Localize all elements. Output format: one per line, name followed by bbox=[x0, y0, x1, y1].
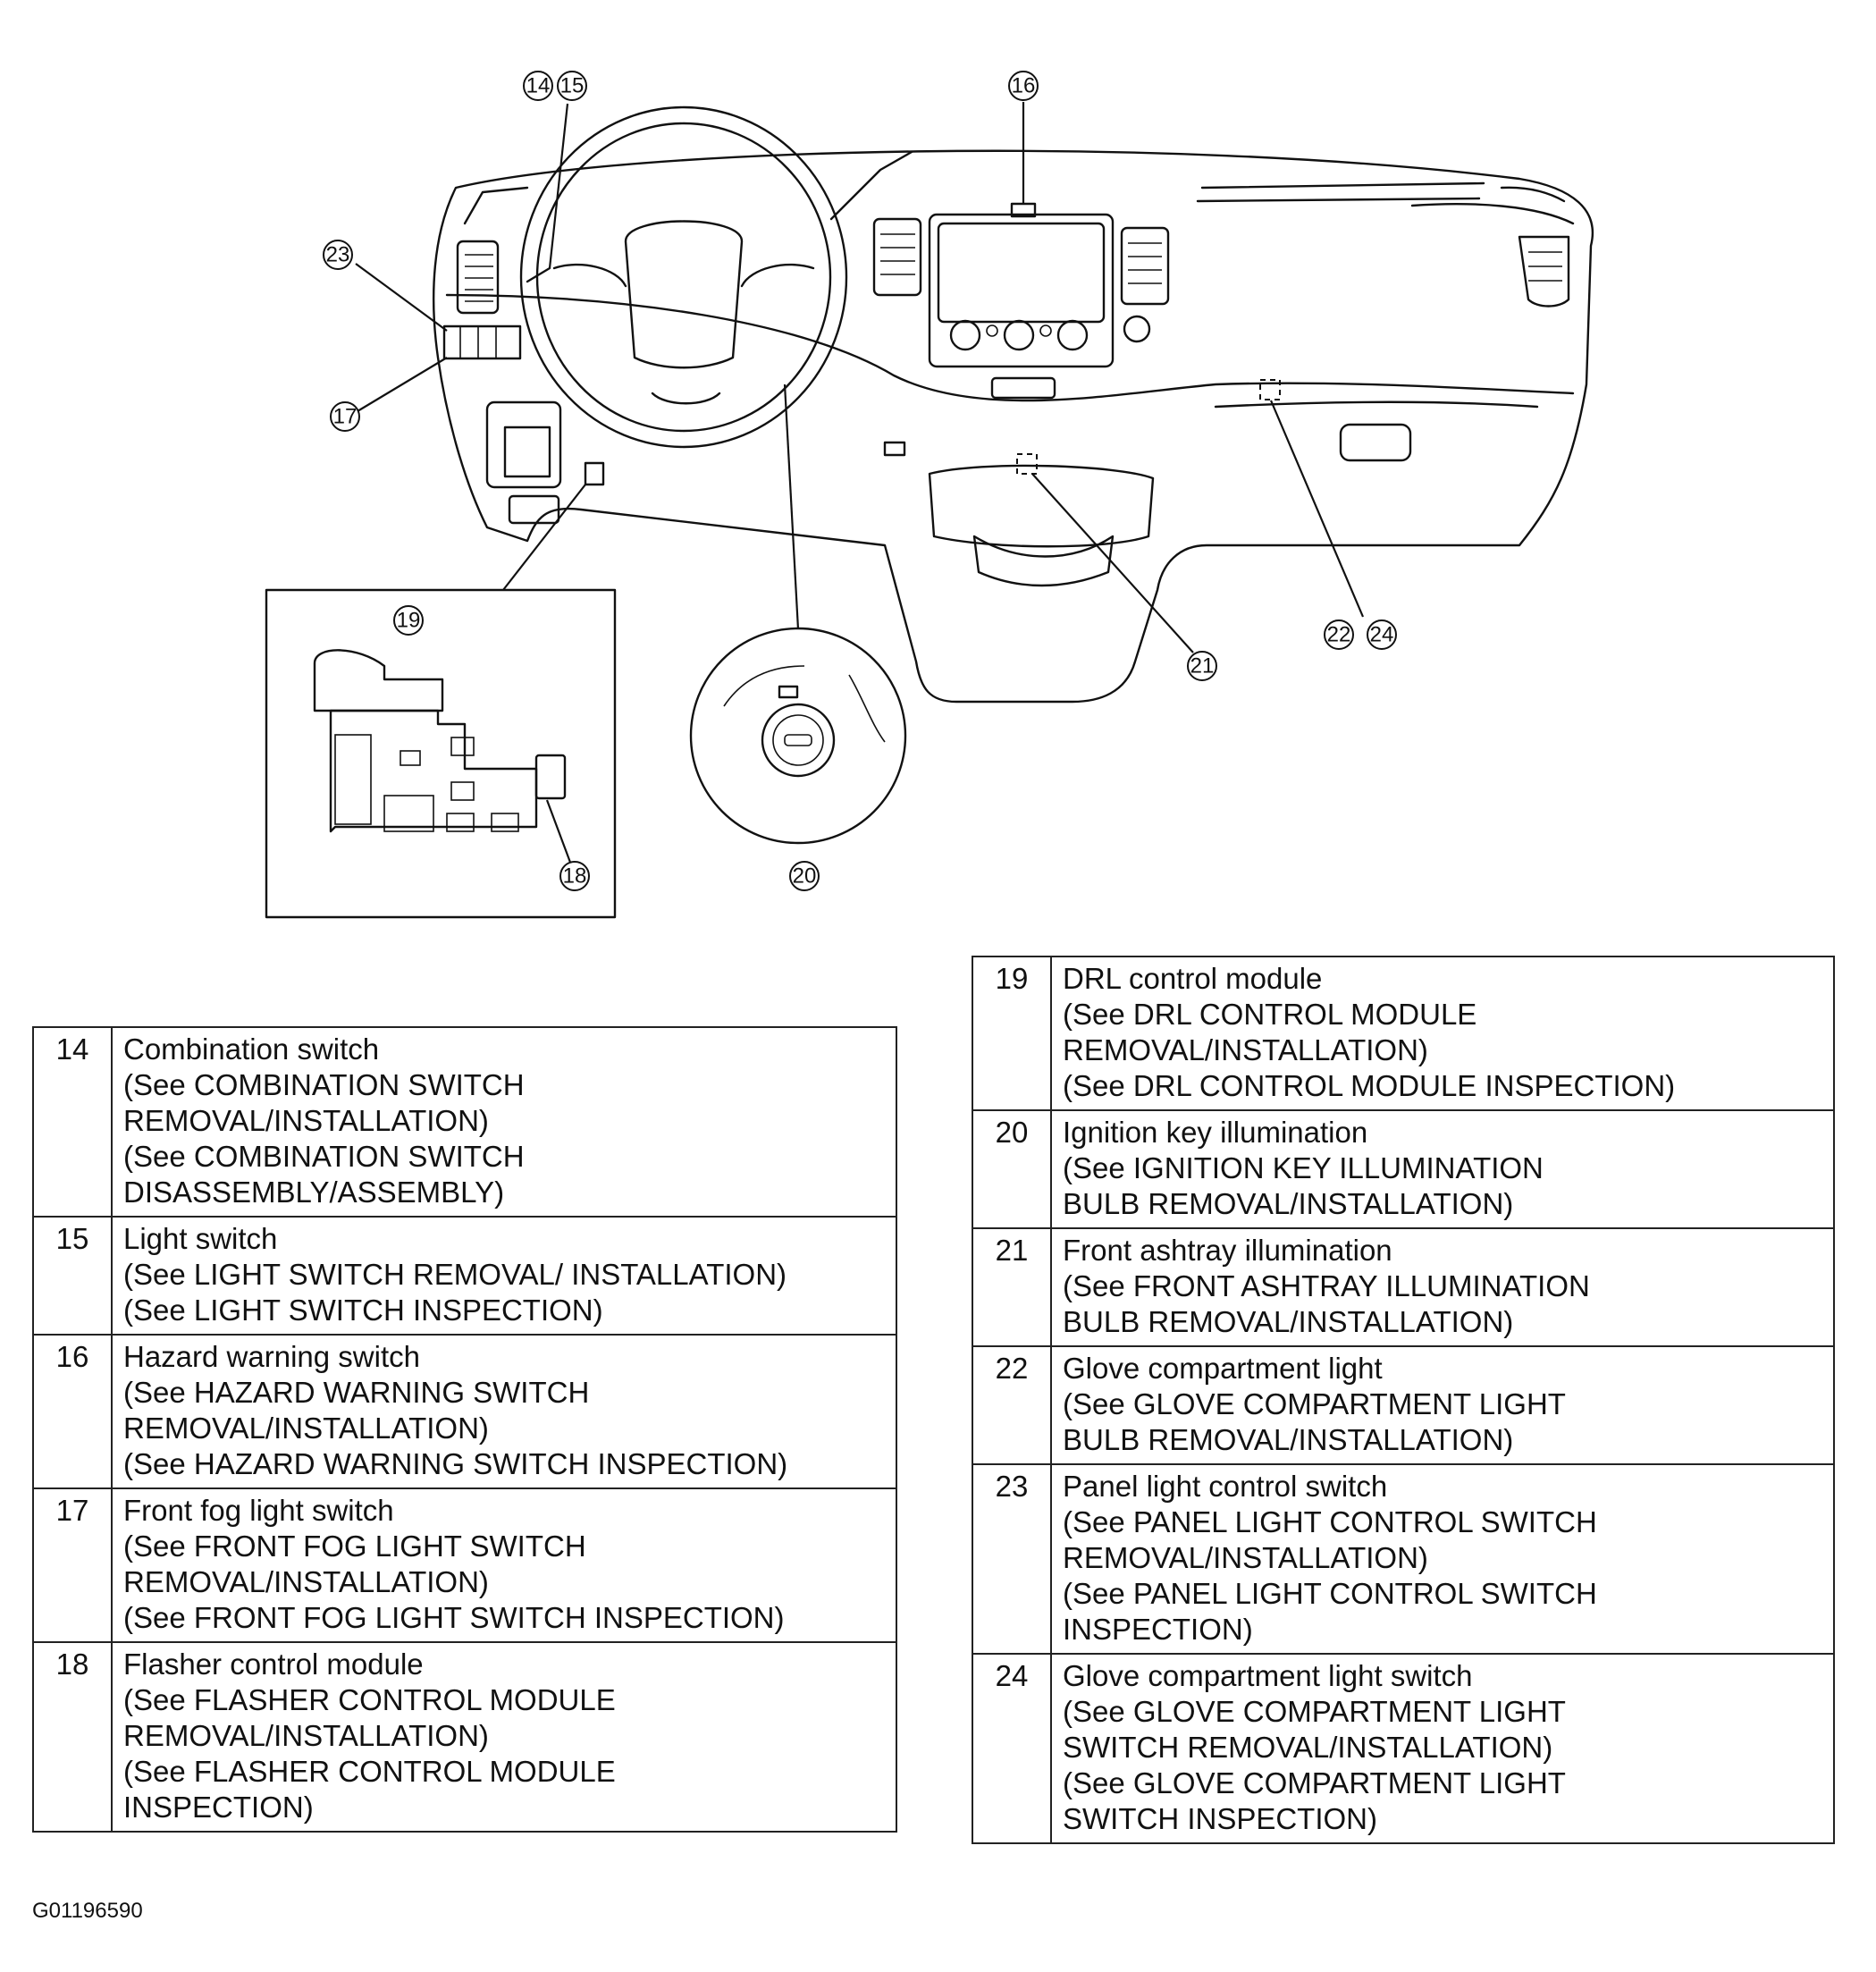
item-description: Glove compartment light switch(See GLOVE… bbox=[1050, 1653, 1835, 1844]
item-description: Glove compartment light(See GLOVE COMPAR… bbox=[1050, 1345, 1835, 1465]
item-reference: (See FRONT FOG LIGHT SWITCH REMOVAL/INST… bbox=[123, 1530, 586, 1598]
item-description: Ignition key illumination(See IGNITION K… bbox=[1050, 1109, 1835, 1229]
item-number: 19 bbox=[972, 956, 1052, 1111]
item-description: Light switch(See LIGHT SWITCH REMOVAL/ I… bbox=[111, 1216, 897, 1336]
callout-20: 20 bbox=[789, 861, 820, 891]
callout-19: 19 bbox=[393, 605, 424, 636]
item-name: Front fog light switch bbox=[123, 1494, 394, 1527]
item-reference: (See FRONT FOG LIGHT SWITCH INSPECTION) bbox=[123, 1601, 785, 1634]
item-reference: (See FLASHER CONTROL MODULE INSPECTION) bbox=[123, 1755, 616, 1824]
item-description: Hazard warning switch(See HAZARD WARNING… bbox=[111, 1334, 897, 1489]
item-name: Light switch bbox=[123, 1222, 278, 1255]
callout-18: 18 bbox=[559, 861, 590, 891]
item-number: 23 bbox=[972, 1463, 1052, 1655]
item-reference: (See COMBINATION SWITCH DISASSEMBLY/ASSE… bbox=[123, 1140, 525, 1209]
dashboard-diagram: 14 15 16 17 18 19 20 21 22 23 24 bbox=[265, 71, 1594, 919]
item-description: Flasher control module(See FLASHER CONTR… bbox=[111, 1641, 897, 1833]
item-name: Glove compartment light bbox=[1063, 1352, 1383, 1385]
callout-23: 23 bbox=[323, 240, 353, 270]
relay-inset bbox=[265, 588, 617, 919]
item-description: Panel light control switch(See PANEL LIG… bbox=[1050, 1463, 1835, 1655]
callout-17: 17 bbox=[330, 401, 360, 432]
callout-14: 14 bbox=[523, 71, 553, 101]
item-reference: (See GLOVE COMPARTMENT LIGHT SWITCH INSP… bbox=[1063, 1766, 1566, 1835]
svg-text:22: 22 bbox=[1327, 623, 1351, 647]
callout-15: 15 bbox=[557, 71, 587, 101]
callout-22: 22 bbox=[1324, 619, 1354, 650]
callout-21: 21 bbox=[1187, 651, 1217, 681]
item-name: Ignition key illumination bbox=[1063, 1116, 1368, 1149]
item-reference: (See IGNITION KEY ILLUMINATION BULB REMO… bbox=[1063, 1151, 1544, 1220]
item-number: 14 bbox=[32, 1026, 113, 1218]
item-name: Glove compartment light switch bbox=[1063, 1659, 1473, 1692]
item-reference: (See DRL CONTROL MODULE INSPECTION) bbox=[1063, 1069, 1676, 1102]
item-reference: (See DRL CONTROL MODULE REMOVAL/INSTALLA… bbox=[1063, 998, 1477, 1066]
item-reference: (See GLOVE COMPARTMENT LIGHT BULB REMOVA… bbox=[1063, 1387, 1566, 1456]
svg-text:18: 18 bbox=[563, 864, 587, 889]
item-reference: (See COMBINATION SWITCH REMOVAL/INSTALLA… bbox=[123, 1068, 525, 1137]
item-name: DRL control module bbox=[1063, 962, 1323, 995]
svg-text:21: 21 bbox=[1190, 654, 1215, 678]
item-reference: (See PANEL LIGHT CONTROL SWITCH REMOVAL/… bbox=[1063, 1505, 1597, 1574]
item-reference: (See HAZARD WARNING SWITCH REMOVAL/INSTA… bbox=[123, 1376, 590, 1445]
item-reference: (See GLOVE COMPARTMENT LIGHT SWITCH REMO… bbox=[1063, 1695, 1566, 1764]
svg-text:24: 24 bbox=[1370, 623, 1394, 647]
item-number: 20 bbox=[972, 1109, 1052, 1229]
item-reference: (See HAZARD WARNING SWITCH INSPECTION) bbox=[123, 1447, 788, 1480]
item-number: 15 bbox=[32, 1216, 113, 1336]
dashboard-outline bbox=[432, 105, 1594, 704]
item-description: Front fog light switch(See FRONT FOG LIG… bbox=[111, 1487, 897, 1643]
item-reference: (See LIGHT SWITCH INSPECTION) bbox=[123, 1294, 603, 1327]
svg-text:15: 15 bbox=[560, 74, 585, 98]
item-number: 21 bbox=[972, 1227, 1052, 1347]
item-description: Combination switch(See COMBINATION SWITC… bbox=[111, 1026, 897, 1218]
item-description: Front ashtray illumination(See FRONT ASH… bbox=[1050, 1227, 1835, 1347]
item-name: Combination switch bbox=[123, 1032, 380, 1066]
item-reference: (See FLASHER CONTROL MODULE REMOVAL/INST… bbox=[123, 1683, 616, 1752]
svg-text:23: 23 bbox=[326, 243, 350, 267]
item-reference: (See PANEL LIGHT CONTROL SWITCH INSPECTI… bbox=[1063, 1577, 1597, 1646]
item-number: 17 bbox=[32, 1487, 113, 1643]
svg-text:20: 20 bbox=[793, 864, 817, 889]
item-name: Flasher control module bbox=[123, 1648, 424, 1681]
item-reference: (See LIGHT SWITCH REMOVAL/ INSTALLATION) bbox=[123, 1258, 787, 1291]
callout-16: 16 bbox=[1008, 71, 1039, 101]
callout-24: 24 bbox=[1367, 619, 1397, 650]
svg-text:19: 19 bbox=[397, 609, 421, 633]
item-name: Hazard warning switch bbox=[123, 1340, 420, 1373]
svg-text:14: 14 bbox=[526, 74, 551, 98]
item-number: 16 bbox=[32, 1334, 113, 1489]
item-reference: (See FRONT ASHTRAY ILLUMINATION BULB REM… bbox=[1063, 1269, 1590, 1338]
item-name: Front ashtray illumination bbox=[1063, 1234, 1392, 1267]
ignition-inset bbox=[689, 627, 907, 845]
item-number: 24 bbox=[972, 1653, 1052, 1844]
item-description: DRL control module(See DRL CONTROL MODUL… bbox=[1050, 956, 1835, 1111]
item-name: Panel light control switch bbox=[1063, 1470, 1388, 1503]
leader-lines bbox=[355, 102, 1365, 653]
figure-id: G01196590 bbox=[32, 1899, 143, 1923]
svg-text:16: 16 bbox=[1012, 74, 1036, 98]
item-number: 22 bbox=[972, 1345, 1052, 1465]
item-number: 18 bbox=[32, 1641, 113, 1833]
svg-text:17: 17 bbox=[333, 405, 358, 429]
